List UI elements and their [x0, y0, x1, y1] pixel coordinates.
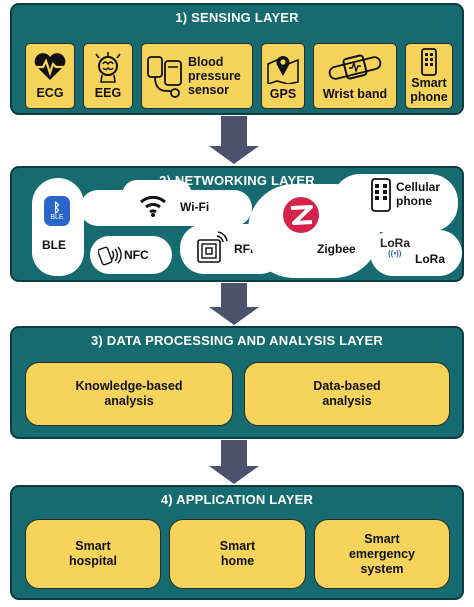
zigbee-icon — [283, 197, 319, 233]
smartphone-icon — [421, 48, 437, 76]
application-layer-title: 4) APPLICATION LAYER — [160, 492, 314, 507]
sensor-gps-label: GPS — [269, 86, 297, 101]
cloud-nfc — [90, 236, 172, 274]
blood-pressure-icon — [147, 56, 182, 98]
sensor-wrist-band-label: Wrist band — [322, 86, 388, 101]
data-based-analysis-box: Data-based analysis — [244, 362, 450, 426]
wifi-icon — [140, 195, 166, 217]
cloud-ble — [32, 178, 84, 276]
networking-layer-title: 2) NETWORKING LAYER — [159, 173, 315, 188]
processing-layer: 3) DATA PROCESSING AND ANALYSIS LAYER Kn… — [10, 326, 464, 439]
sensor-ecg-label: ECG — [36, 86, 64, 100]
smart-hospital-label: Smart hospital — [69, 539, 117, 568]
network-wifi-label: Wi-Fi — [180, 200, 210, 214]
network-zigbee-label: Zigbee — [317, 242, 356, 256]
smart-emergency-system-box: Smart emergency system — [314, 519, 450, 589]
sensor-blood-pressure: Blood pressure sensor — [141, 43, 253, 109]
sensor-smartphone-label: Smart phone — [410, 76, 448, 104]
data-based-analysis-label: Data-based analysis — [313, 379, 381, 408]
sensor-eeg: EEG — [83, 43, 133, 109]
sensor-ecg: ECG — [25, 43, 75, 109]
network-ble-label: BLE — [42, 238, 66, 252]
network-lora-label: LoRa — [415, 252, 445, 266]
heart-pulse-icon — [34, 53, 66, 80]
map-pin-icon — [267, 55, 299, 84]
knowledge-based-analysis-box: Knowledge-based analysis — [25, 362, 233, 426]
networking-layer: 2) NETWORKING LAYER ᛒ BLE BLE Wi-Fi NFC … — [10, 166, 464, 282]
knowledge-based-analysis-label: Knowledge-based analysis — [75, 379, 183, 408]
ble-badge: ᛒ BLE — [44, 196, 70, 226]
sensing-layer-title: 1) SENSING LAYER — [175, 10, 299, 25]
sensor-gps: GPS — [261, 43, 305, 109]
lora-logo-text: LoRa — [380, 236, 410, 250]
ble-badge-text: BLE — [50, 213, 64, 221]
rfid-icon — [197, 231, 228, 263]
brain-icon — [95, 52, 121, 83]
application-layer: 4) APPLICATION LAYER Smart hospital Smar… — [10, 485, 464, 600]
sensor-smartphone: Smart phone — [405, 43, 453, 109]
processing-layer-title: 3) DATA PROCESSING AND ANALYSIS LAYER — [91, 333, 383, 348]
smart-hospital-box: Smart hospital — [25, 519, 161, 589]
cloud-cellular — [332, 174, 458, 232]
lora-icon: LoRa ((•)) — [380, 236, 410, 258]
sensor-blood-pressure-label: Blood pressure sensor — [188, 55, 241, 97]
smart-home-label: Smart home — [219, 539, 256, 568]
network-nfc-label: NFC — [124, 248, 149, 262]
bluetooth-icon: ᛒ — [53, 199, 61, 215]
cellular-phone-icon — [371, 178, 391, 212]
smartwatch-icon — [328, 54, 382, 80]
sensing-layer: 1) SENSING LAYER ECG EEG Blood pressure … — [10, 3, 464, 115]
network-cellular-label: Cellular phone — [396, 180, 441, 208]
smart-home-box: Smart home — [169, 519, 306, 589]
sensor-eeg-label: EEG — [94, 86, 122, 100]
smart-emergency-system-label: Smart emergency system — [348, 531, 415, 576]
cloud-lora — [370, 230, 462, 276]
sensor-wrist-band: Wrist band — [313, 43, 397, 109]
nfc-icon — [98, 246, 122, 266]
